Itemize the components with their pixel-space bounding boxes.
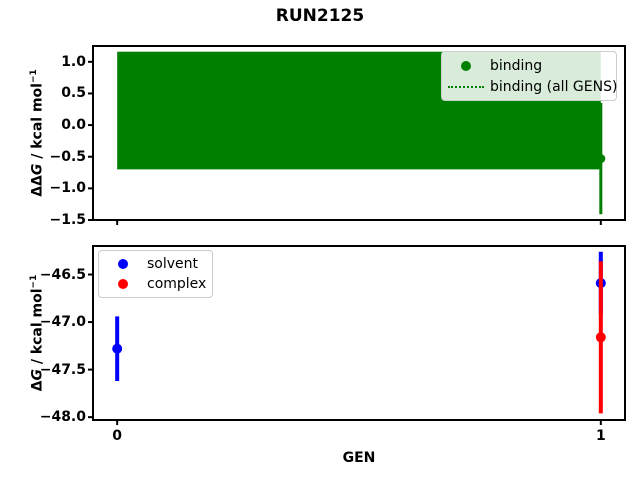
legend-item-binding: binding bbox=[448, 55, 610, 76]
y-tick-label: −1.0 bbox=[49, 180, 86, 197]
y-tick-label: −47.5 bbox=[39, 361, 86, 378]
y-tick-label: −48.0 bbox=[39, 409, 86, 426]
solvent-marker bbox=[112, 343, 123, 354]
legend-label-binding-all-gens: binding (all GENS) bbox=[490, 78, 618, 95]
complex-marker-icon bbox=[118, 279, 128, 289]
legend-label-solvent: solvent bbox=[147, 256, 199, 272]
solvent-marker-icon bbox=[118, 259, 128, 269]
figure-title: RUN2125 bbox=[275, 6, 365, 26]
ylabel-top-sup: −1 bbox=[29, 69, 39, 84]
legend-item-complex: complex bbox=[105, 274, 206, 294]
y-tick-label: 0.0 bbox=[61, 117, 86, 134]
legend-label-binding: binding bbox=[490, 57, 543, 74]
axes-frame bbox=[92, 45, 626, 221]
legend-label-complex: complex bbox=[147, 276, 207, 292]
complex-marker bbox=[595, 332, 606, 343]
legend-handle bbox=[105, 259, 141, 269]
legend-item-solvent: solvent bbox=[105, 254, 206, 274]
y-tick-label: −46.5 bbox=[39, 266, 86, 283]
x-tick-label: 0 bbox=[112, 428, 123, 444]
binding-marker bbox=[596, 154, 606, 164]
legend-handle bbox=[448, 60, 484, 71]
y-tick-label: 0.5 bbox=[61, 85, 86, 102]
y-tick-label: 1.0 bbox=[61, 53, 86, 70]
x-axis-label: GEN bbox=[342, 450, 376, 466]
dotted-line-icon bbox=[448, 85, 484, 88]
legend-binding: binding binding (all GENS) bbox=[441, 51, 617, 101]
legend-handle bbox=[105, 279, 141, 289]
y-tick-label: −1.5 bbox=[49, 212, 86, 228]
legend-dg: solvent complex bbox=[98, 250, 213, 298]
legend-item-binding-all-gens: binding (all GENS) bbox=[448, 76, 617, 97]
x-tick-label: 1 bbox=[595, 428, 606, 444]
y-tick-label: −47.0 bbox=[39, 314, 86, 331]
axes-frame bbox=[92, 245, 626, 421]
ylabel-bottom-pre: Δ bbox=[29, 380, 46, 392]
y-tick-label: −0.5 bbox=[49, 148, 86, 165]
binding-marker-icon bbox=[461, 60, 471, 71]
legend-handle bbox=[448, 85, 484, 88]
